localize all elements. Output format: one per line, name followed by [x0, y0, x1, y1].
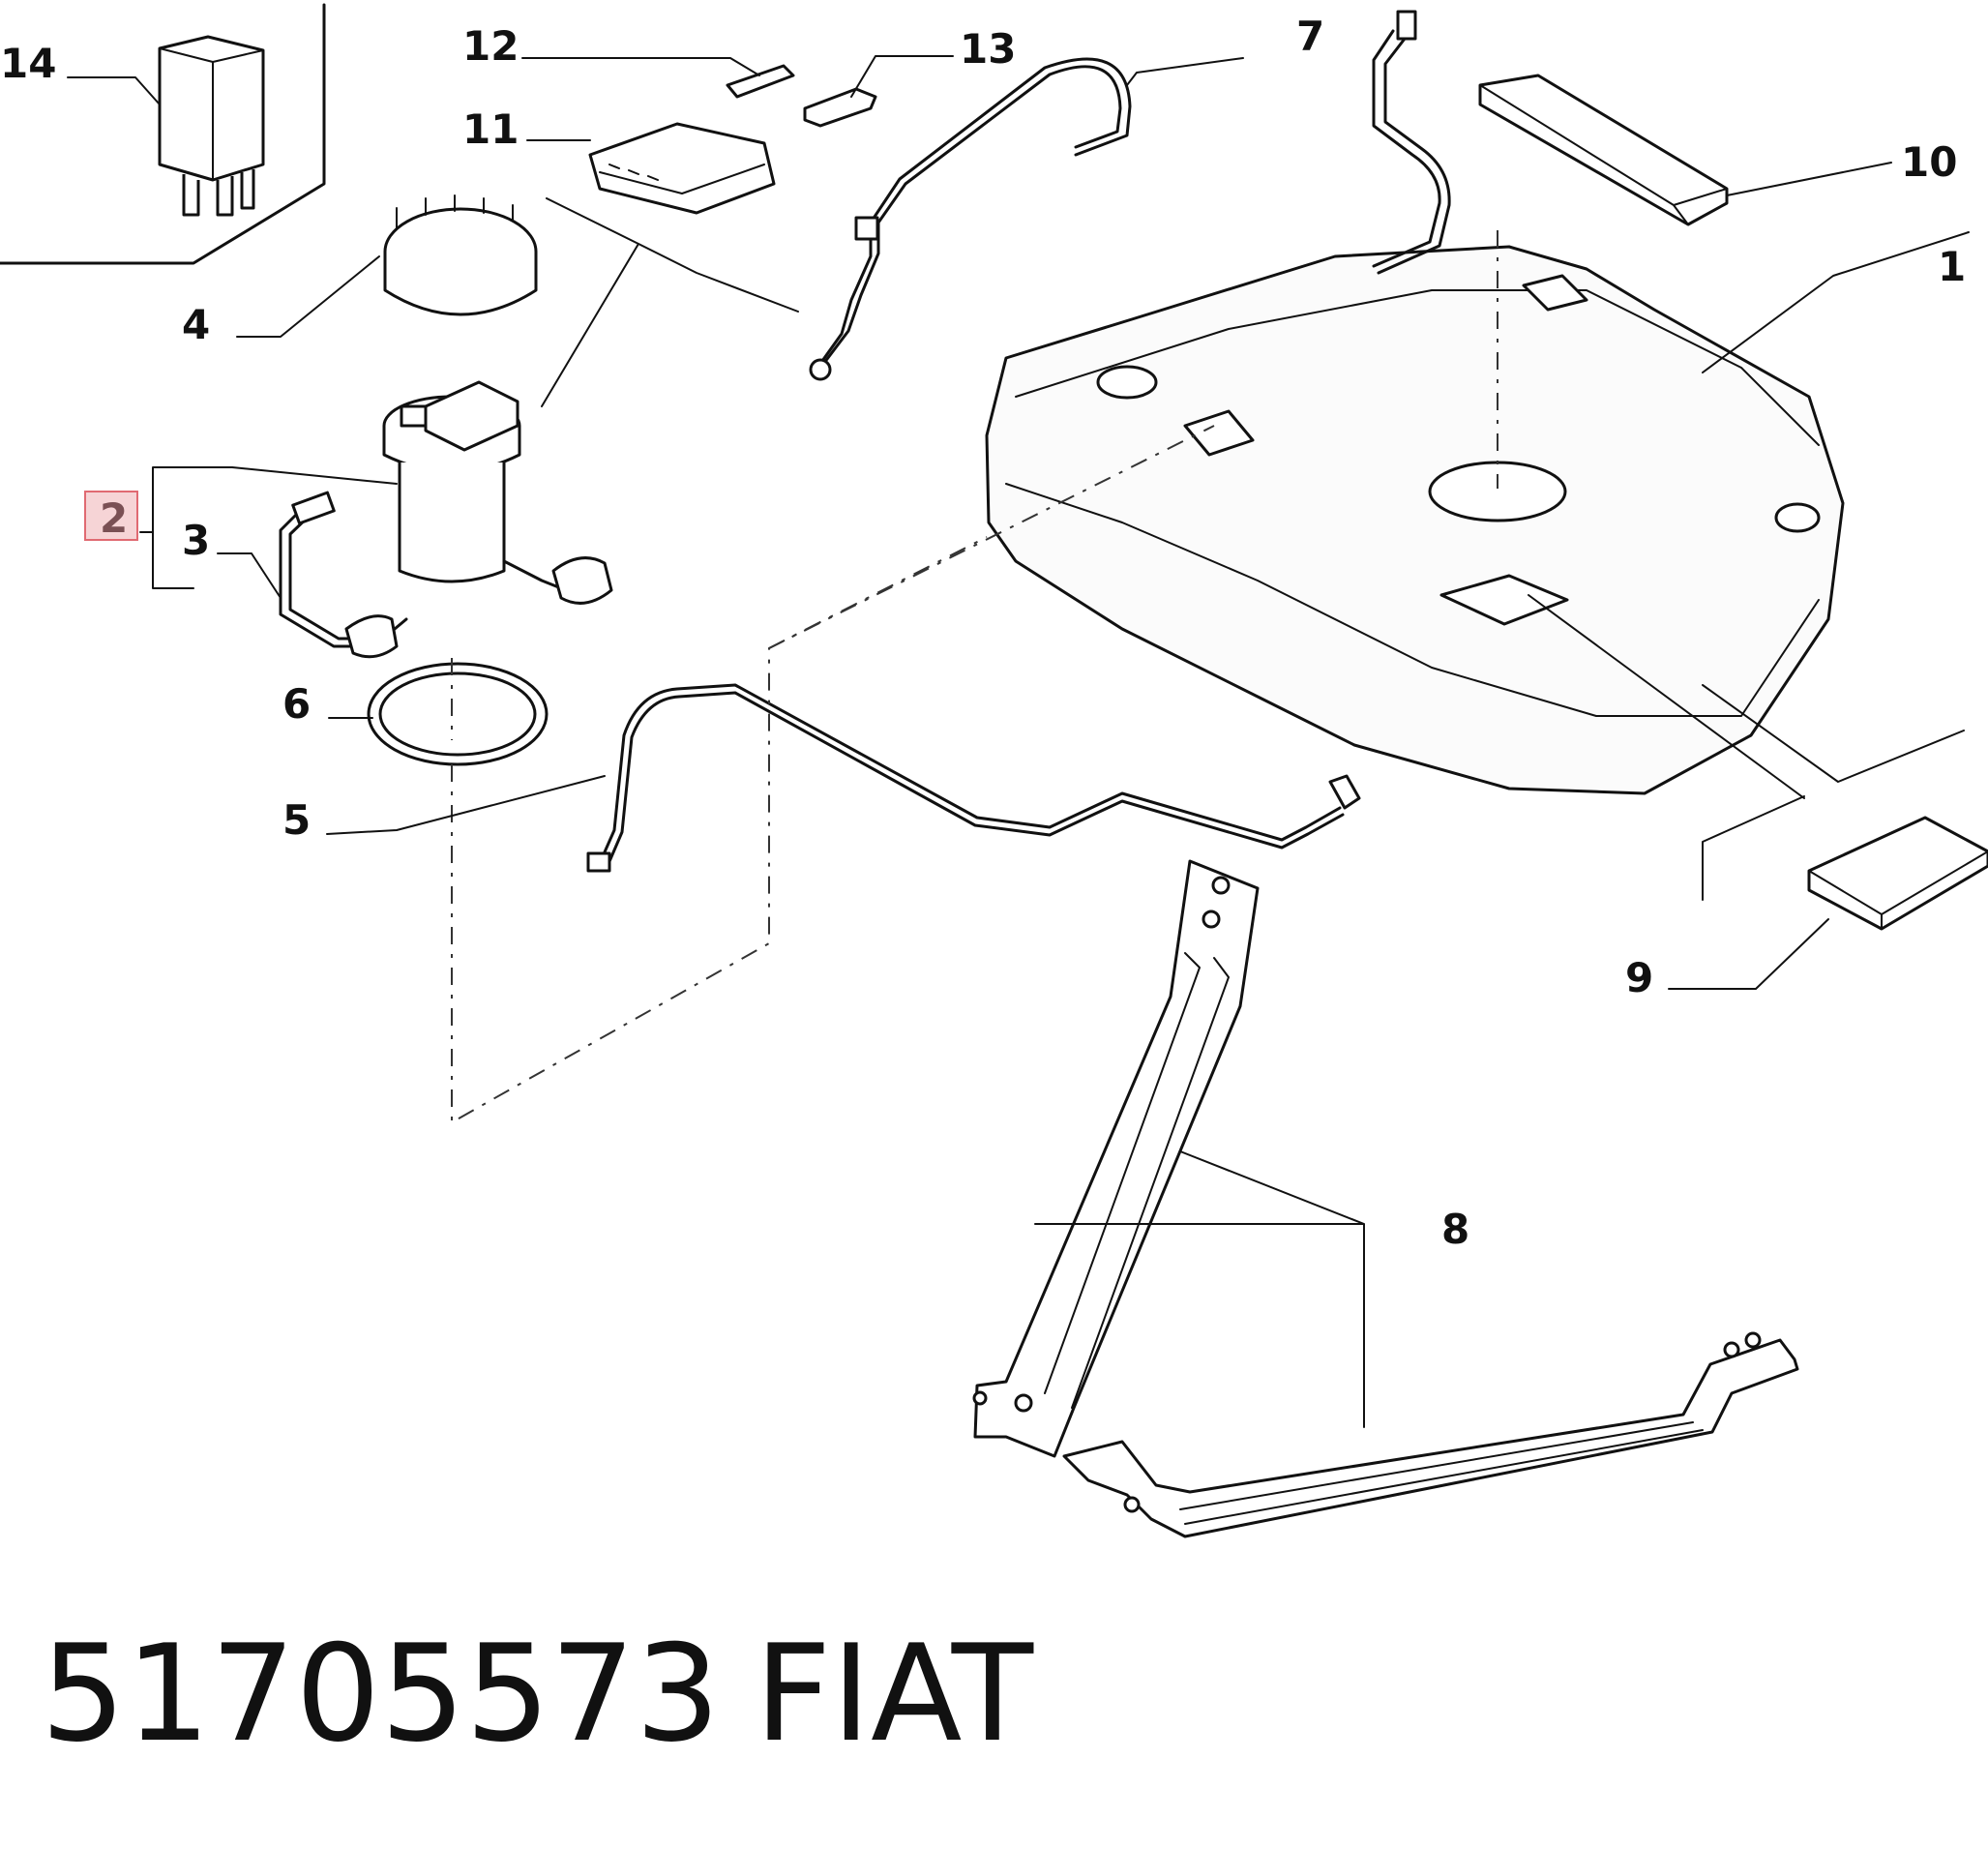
connector — [588, 122, 776, 215]
relay-inset — [0, 3, 326, 265]
strap-vertical — [972, 859, 1260, 1458]
callout-3[interactable]: 3 — [182, 517, 210, 564]
callout-6[interactable]: 6 — [282, 680, 311, 728]
shield-10 — [1478, 74, 1729, 226]
vapor-pipe — [809, 57, 1132, 381]
seal-ring — [367, 662, 549, 766]
callout-14[interactable]: 14 — [0, 40, 56, 87]
pad-9 — [1807, 816, 1988, 931]
callout-7[interactable]: 7 — [1296, 13, 1324, 60]
part-number: 51705573 — [41, 1616, 720, 1772]
fuel-pump-module — [382, 380, 613, 605]
callout-10[interactable]: 10 — [1901, 138, 1957, 186]
callout-11[interactable]: 11 — [462, 105, 519, 153]
callout-8[interactable]: 8 — [1441, 1206, 1469, 1253]
terminal-13 — [803, 87, 877, 128]
callout-12[interactable]: 12 — [462, 22, 519, 70]
callout-labels: 1 2 3 4 5 6 7 8 9 10 11 12 13 14 — [0, 13, 1966, 1253]
callout-9[interactable]: 9 — [1625, 954, 1653, 1001]
fuel-tank — [985, 245, 1845, 795]
assembly-lines — [451, 230, 1498, 1124]
brand-name: FIAT — [755, 1616, 1034, 1772]
terminal-12 — [726, 64, 795, 99]
selected-part-highlight — [84, 491, 138, 541]
leader-lines — [67, 55, 1970, 1428]
callout-13[interactable]: 13 — [960, 25, 1016, 73]
callout-2[interactable]: 2 — [100, 494, 128, 542]
strap-horizontal — [1062, 1331, 1799, 1538]
supply-pipe — [586, 683, 1361, 873]
level-sender — [279, 491, 408, 659]
lock-ring — [383, 194, 538, 316]
vent-tubes — [1372, 10, 1451, 275]
callout-4[interactable]: 4 — [182, 301, 210, 348]
callout-5[interactable]: 5 — [282, 796, 311, 844]
callout-1[interactable]: 1 — [1938, 243, 1966, 290]
